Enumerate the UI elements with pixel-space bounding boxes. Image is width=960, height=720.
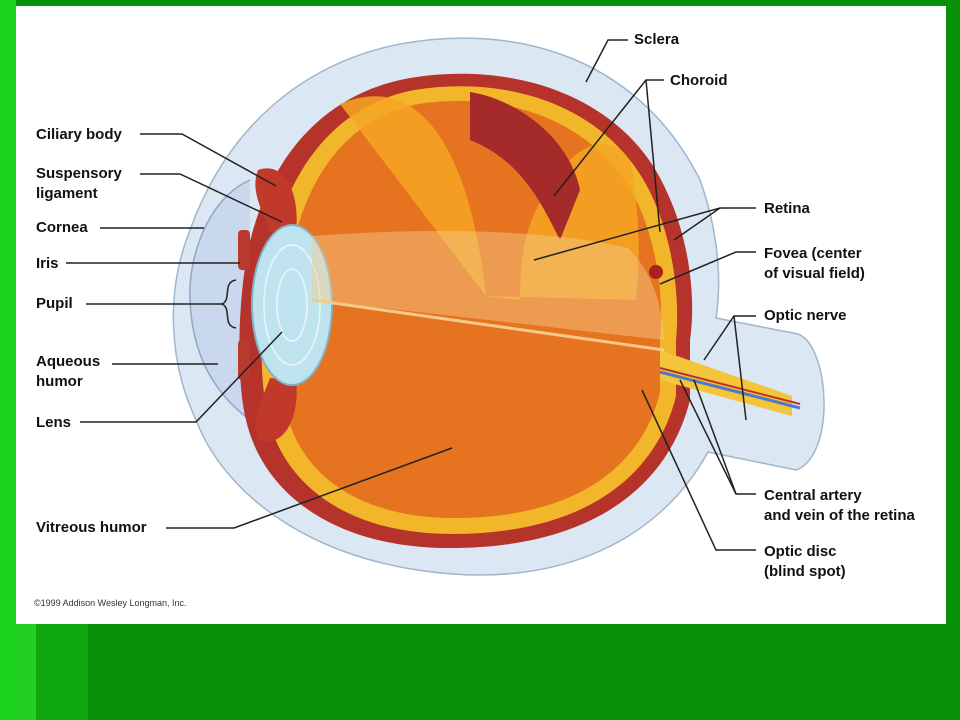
leader-suspensory-ligament — [140, 173, 283, 223]
choroid-flap — [470, 92, 580, 240]
iris-shape — [238, 230, 250, 270]
label-suspensory-ligament-line2: ligament — [36, 185, 98, 202]
lens-ring — [263, 244, 321, 366]
lens-shape — [251, 224, 333, 386]
leader-vitreous-humor — [166, 447, 453, 529]
leader-central-vein — [693, 379, 737, 495]
central-artery — [659, 367, 801, 405]
iris-lower — [238, 340, 250, 380]
label-fovea-line1: Fovea (center — [764, 245, 862, 262]
label-iris: Iris — [36, 255, 59, 272]
label-central-artery-line2: and vein of the retina — [764, 507, 915, 524]
label-optic-disc-line2: (blind spot) — [764, 563, 846, 580]
vitreous-cut-plane — [312, 231, 664, 340]
retina-flap — [340, 96, 639, 300]
label-sclera: Sclera — [634, 31, 680, 48]
leader-choroid-2 — [645, 79, 661, 233]
copyright-notice: ©1999 Addison Wesley Longman, Inc. — [34, 598, 187, 608]
label-ciliary-body: Ciliary body — [36, 126, 122, 143]
label-optic-nerve: Optic nerve — [764, 307, 847, 324]
label-lens: Lens — [36, 414, 72, 431]
label-choroid: Choroid — [670, 72, 728, 89]
label-fovea-line2: of visual field) — [764, 265, 865, 282]
pupil-bracket — [219, 279, 237, 329]
leader-optic-nerve-2 — [733, 315, 747, 421]
lens-ring-inner — [276, 268, 308, 342]
label-vitreous-humor: Vitreous humor — [36, 519, 147, 536]
label-pupil: Pupil — [36, 295, 73, 312]
leader-optic-disc — [641, 389, 756, 551]
ciliary-body-shape — [255, 168, 297, 232]
ciliary-body-lower — [255, 378, 297, 442]
central-vessel — [659, 370, 801, 410]
cornea-shape — [189, 179, 251, 421]
leader-retina-2 — [673, 207, 721, 241]
leader-fovea — [659, 251, 756, 285]
label-retina: Retina — [764, 200, 810, 217]
label-optic-disc-line1: Optic disc — [764, 543, 837, 560]
label-central-artery-line1: Central artery — [764, 487, 862, 504]
horizontal-section-line — [311, 298, 665, 352]
optic-nerve-shape — [660, 350, 792, 416]
label-suspensory-ligament-line1: Suspensory — [36, 165, 122, 182]
fovea-spot — [649, 265, 663, 279]
leader-sclera — [585, 39, 628, 83]
leader-ciliary-body — [140, 133, 277, 187]
label-aqueous-humor-line1: Aqueous — [36, 353, 101, 370]
label-aqueous-humor-line2: humor — [36, 373, 83, 390]
leader-lens — [80, 331, 283, 423]
label-cornea: Cornea — [36, 219, 88, 236]
